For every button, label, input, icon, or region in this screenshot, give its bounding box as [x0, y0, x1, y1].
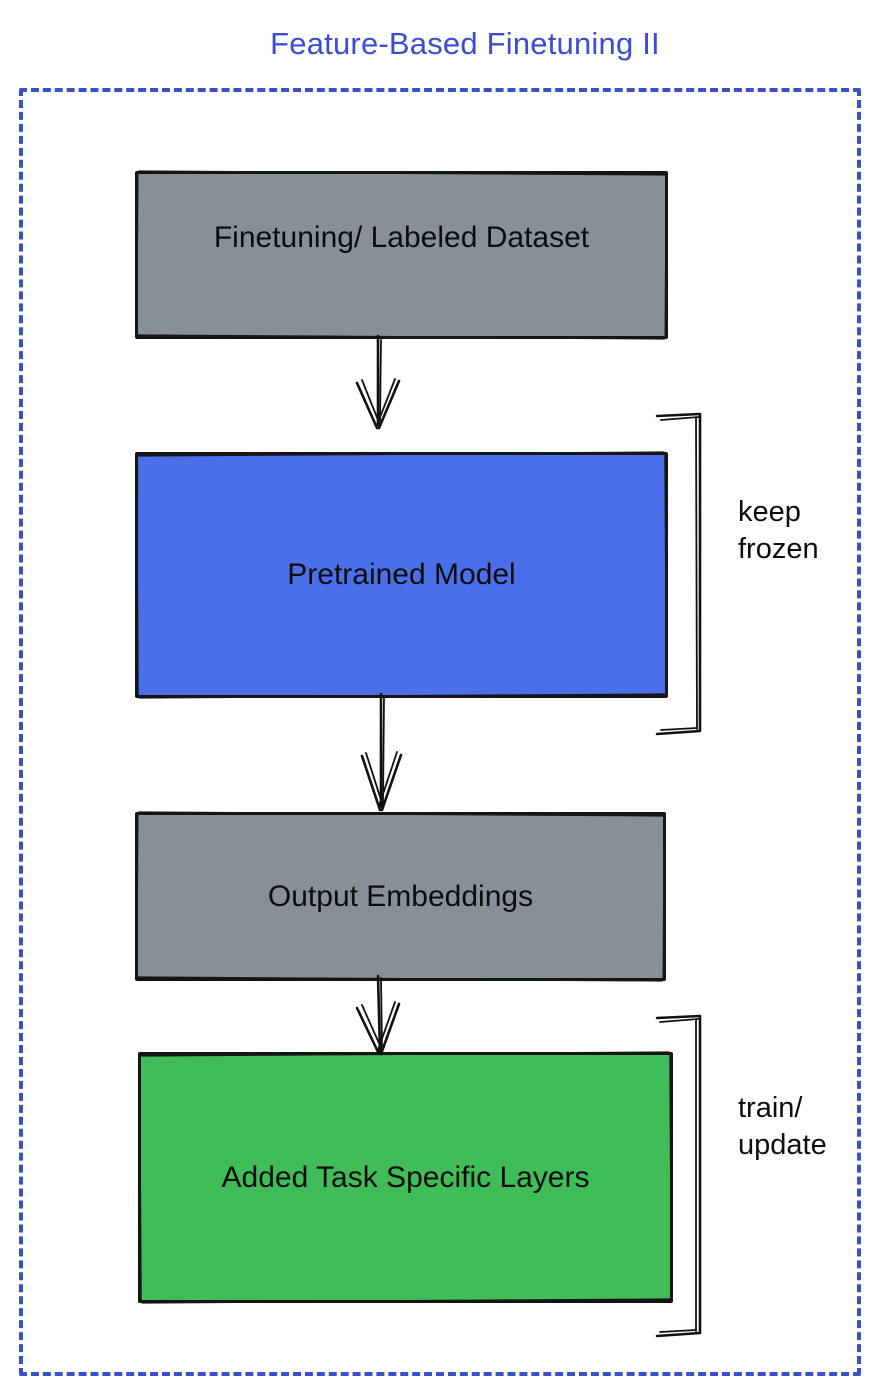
node-finetuning-dataset-label: Finetuning/ Labeled Dataset	[213, 221, 590, 254]
dotted-border-frame	[19, 88, 861, 1376]
node-pretrained-model: Pretrained Model	[135, 452, 668, 698]
diagram-title: Feature-Based Finetuning II	[270, 26, 660, 61]
annotation-keep-frozen: keep frozen	[738, 496, 819, 565]
node-finetuning-dataset: Finetuning/ Labeled Dataset	[135, 171, 668, 339]
annotation-train-update: train/ update	[738, 1092, 827, 1161]
node-added-task-specific-layers: Added Task Specific Layers	[138, 1052, 673, 1303]
node-output-embeddings: Output Embeddings	[135, 812, 666, 981]
node-pretrained-model-label: Pretrained Model	[287, 558, 516, 591]
node-output-embeddings-label: Output Embeddings	[267, 879, 534, 913]
node-added-task-specific-layers-label: Added Task Specific Layers	[221, 1160, 590, 1194]
